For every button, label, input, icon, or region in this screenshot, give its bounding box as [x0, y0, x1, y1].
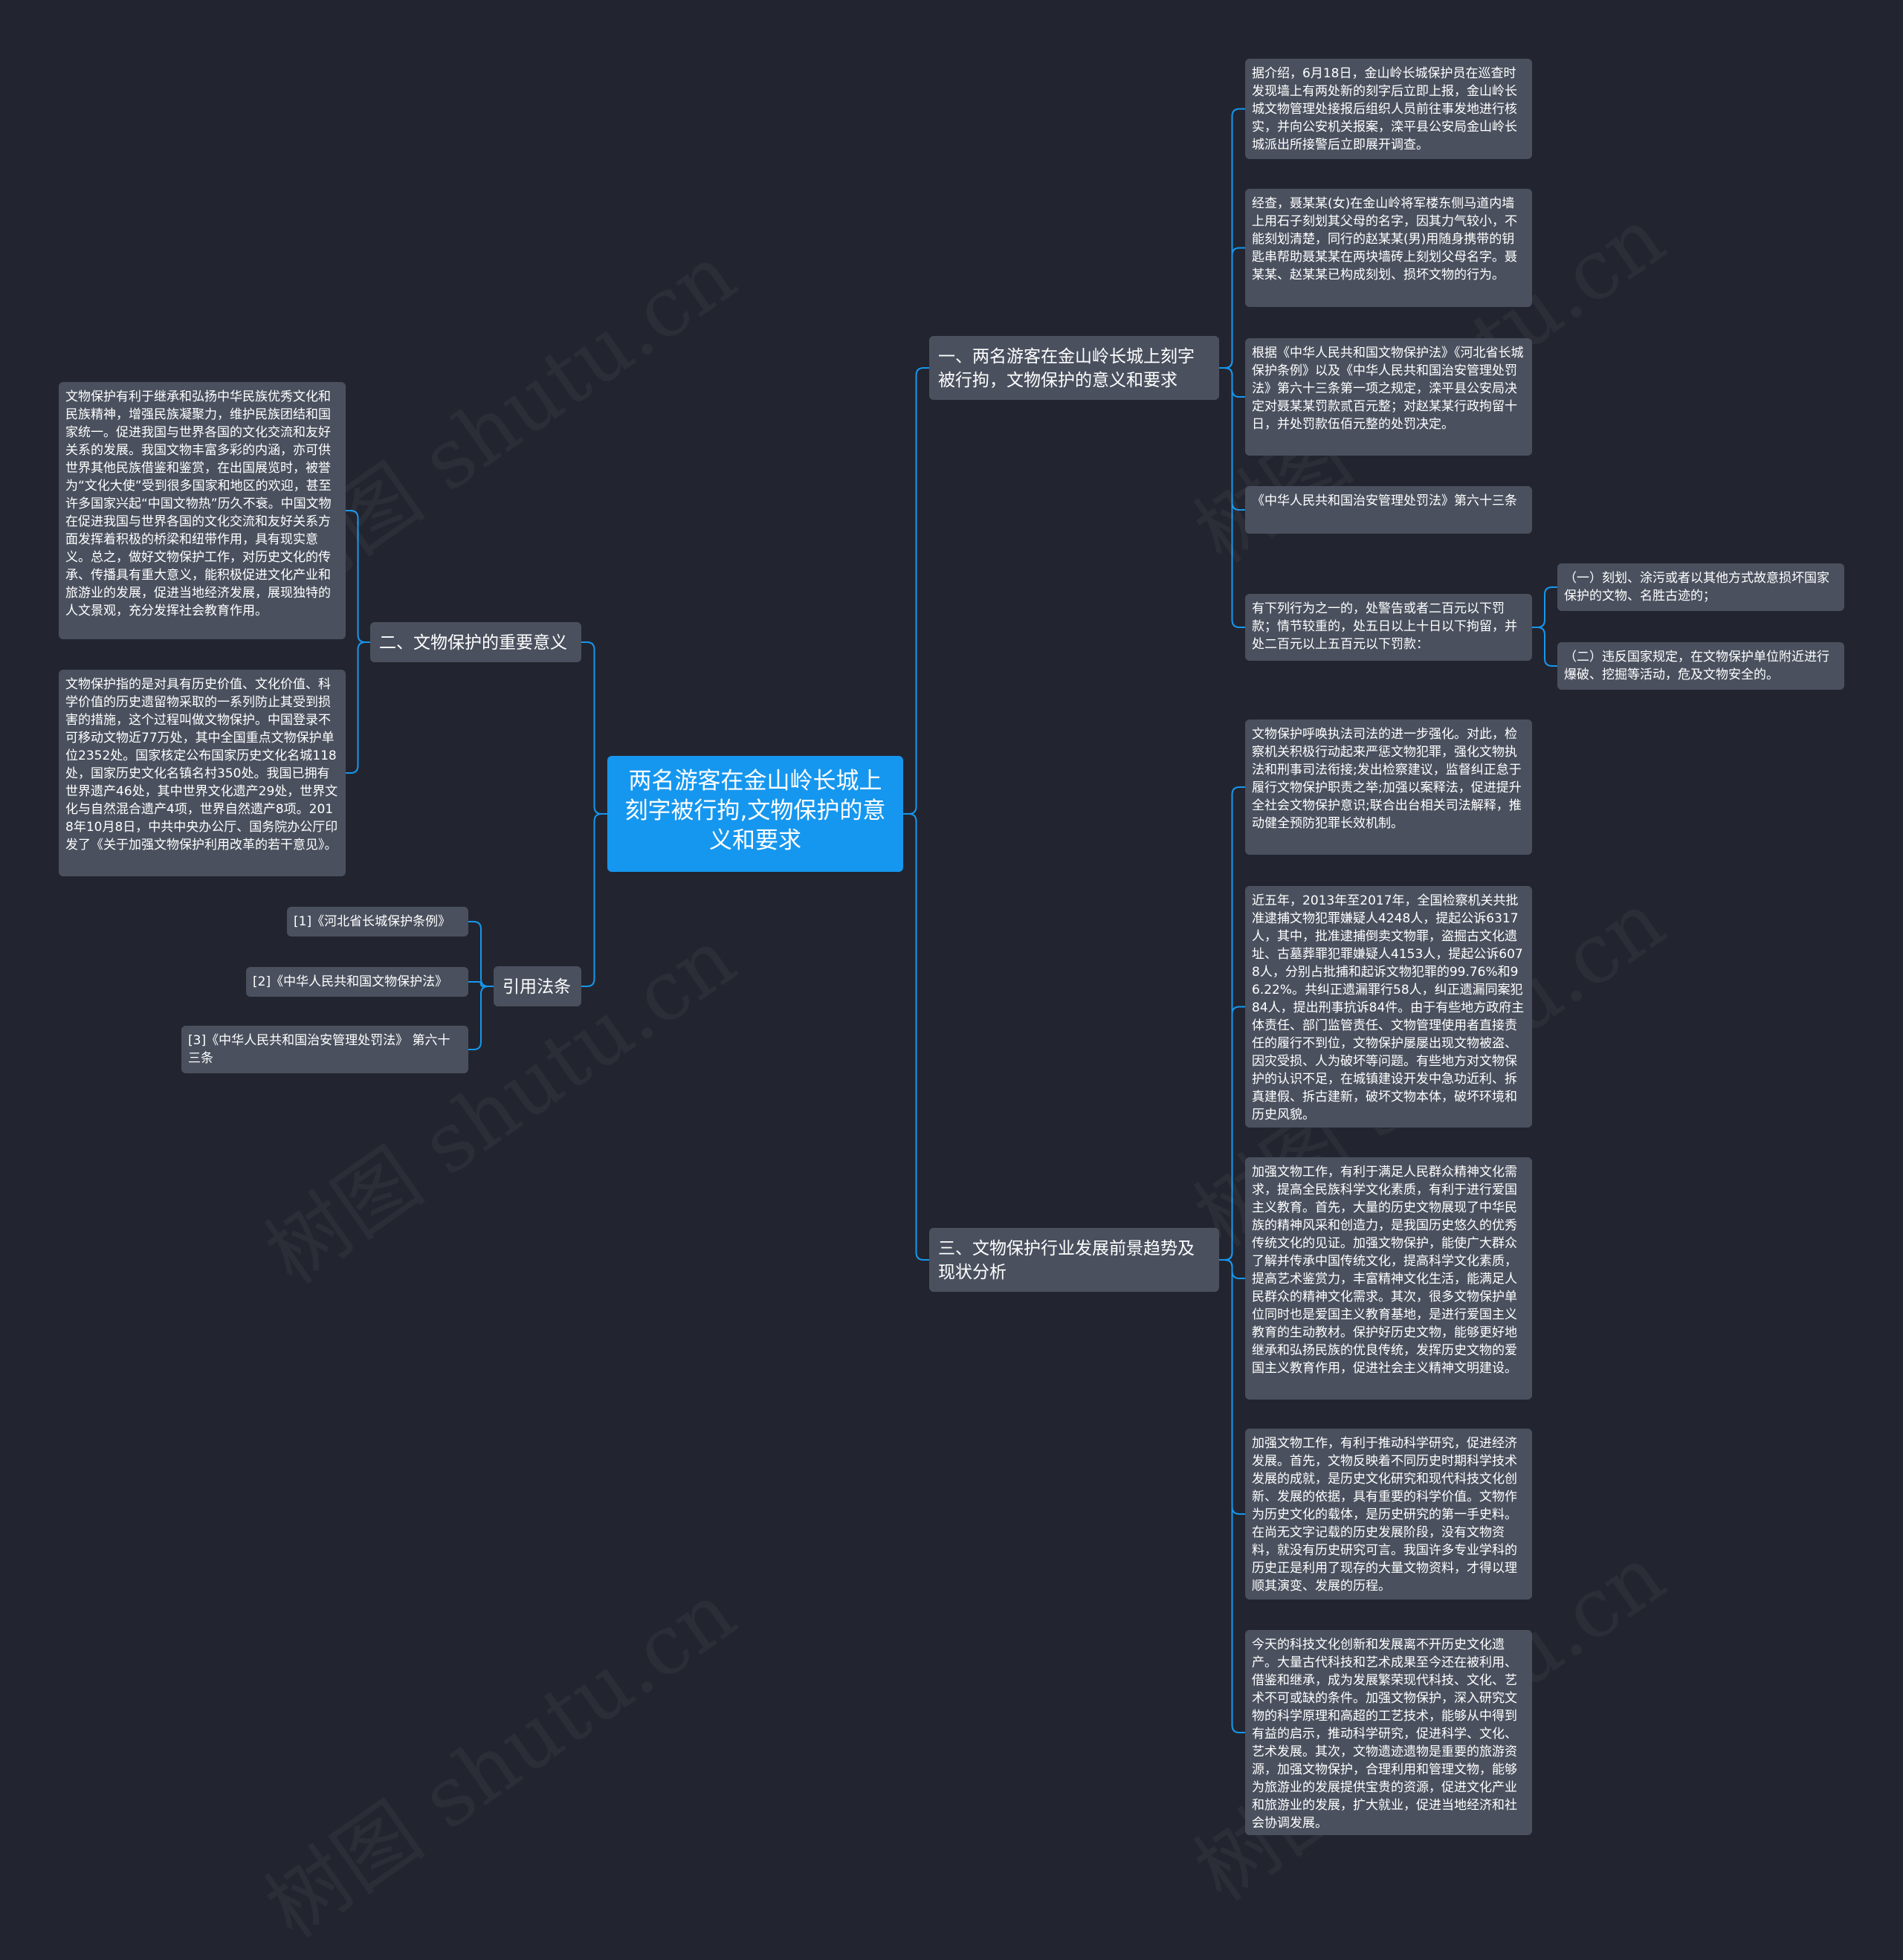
connector-line	[1219, 247, 1245, 369]
branch-1-leaf[interactable]: 经查，聂某某(女)在金山岭将军楼东侧马道内墙上用石子刻划其父母的名字，因其力气较…	[1245, 189, 1532, 307]
citation-item[interactable]: [2]《中华人民共和国文物保护法》	[246, 967, 468, 997]
connector-line	[1219, 1259, 1245, 1733]
branch-1-subleaf[interactable]: （二）违反国家规定，在文物保护单位附近进行爆破、挖掘等活动，危及文物安全的。	[1557, 642, 1844, 690]
branch-3-leaf[interactable]: 近五年，2013年至2017年，全国检察机关共批准逮捕文物犯罪嫌疑人4248人，…	[1245, 886, 1532, 1128]
branch-2-leaf[interactable]: 文物保护有利于继承和弘扬中华民族优秀文化和民族精神，增强民族凝聚力，维护民族团结…	[59, 382, 346, 639]
citation-item[interactable]: [1]《河北省长城保护条例》	[287, 907, 468, 937]
branch-3-leaf[interactable]: 加强文物工作，有利于满足人民群众精神文化需求，提高全民族科学文化素质，有利于进行…	[1245, 1157, 1532, 1400]
connector-line	[1532, 586, 1557, 628]
mind-map-canvas: 树图 shutu.cn 树图 shutu.cn 树图 shutu.cn 树图 s…	[59, 59, 1844, 1835]
connector-line	[346, 641, 370, 774]
connector-line	[346, 510, 370, 643]
branch-1-leaf[interactable]: 据介绍，6月18日，金山岭长城保护员在巡查时发现墙上有两处新的刻字后立即上报，金…	[1245, 59, 1532, 159]
connector-line	[903, 813, 929, 1261]
connector-line	[903, 367, 929, 815]
citation-item[interactable]: [3]《中华人民共和国治安管理处罚法》 第六十三条	[181, 1026, 468, 1073]
branch-3-leaf[interactable]: 文物保护呼唤执法司法的进一步强化。对此，检察机关积极行动起来严惩文物犯罪，强化文…	[1245, 719, 1532, 855]
branch-topic-4[interactable]: 引用法条	[494, 966, 581, 1006]
branch-topic-3[interactable]: 三、文物保护行业发展前景趋势及现状分析	[929, 1228, 1219, 1292]
branch-1-subleaf[interactable]: （一）刻划、涂污或者以其他方式故意损坏国家保护的文物、名胜古迹的；	[1557, 563, 1844, 611]
branch-1-leaf[interactable]: 《中华人民共和国治安管理处罚法》第六十三条	[1245, 486, 1532, 534]
connector-line	[468, 921, 494, 987]
connector-line	[468, 981, 494, 987]
branch-1-leaf[interactable]: 有下列行为之一的，处警告或者二百元以下罚款；情节较重的，处五日以上十日以下拘留，…	[1245, 594, 1532, 661]
connector-line	[468, 986, 494, 1050]
branch-1-leaf[interactable]: 根据《中华人民共和国文物保护法》《河北省长城保护条例》以及《中华人民共和国治安管…	[1245, 338, 1532, 456]
root-topic[interactable]: 两名游客在金山岭长城上刻字被行拘,文物保护的意义和要求	[607, 756, 903, 872]
connector-line	[1219, 367, 1245, 628]
connector-line	[581, 641, 607, 815]
branch-3-leaf[interactable]: 今天的科技文化创新和发展离不开历史文化遗产。大量古代科技和艺术成果至今还在被利用…	[1245, 1630, 1532, 1835]
branch-2-leaf[interactable]: 文物保护指的是对具有历史价值、文化价值、科学价值的历史遗留物采取的一系列防止其受…	[59, 670, 346, 876]
connector-line	[1219, 1006, 1245, 1261]
connector-lines	[346, 108, 1557, 1733]
branch-topic-2[interactable]: 二、文物保护的重要意义	[370, 622, 581, 662]
branch-topic-1[interactable]: 一、两名游客在金山岭长城上刻字被行拘，文物保护的意义和要求	[929, 336, 1219, 400]
connector-line	[581, 813, 607, 987]
connector-line	[1532, 627, 1557, 667]
branch-3-leaf[interactable]: 加强文物工作，有利于推动科学研究，促进经济发展。首先，文物反映着不同历史时期科学…	[1245, 1429, 1532, 1600]
